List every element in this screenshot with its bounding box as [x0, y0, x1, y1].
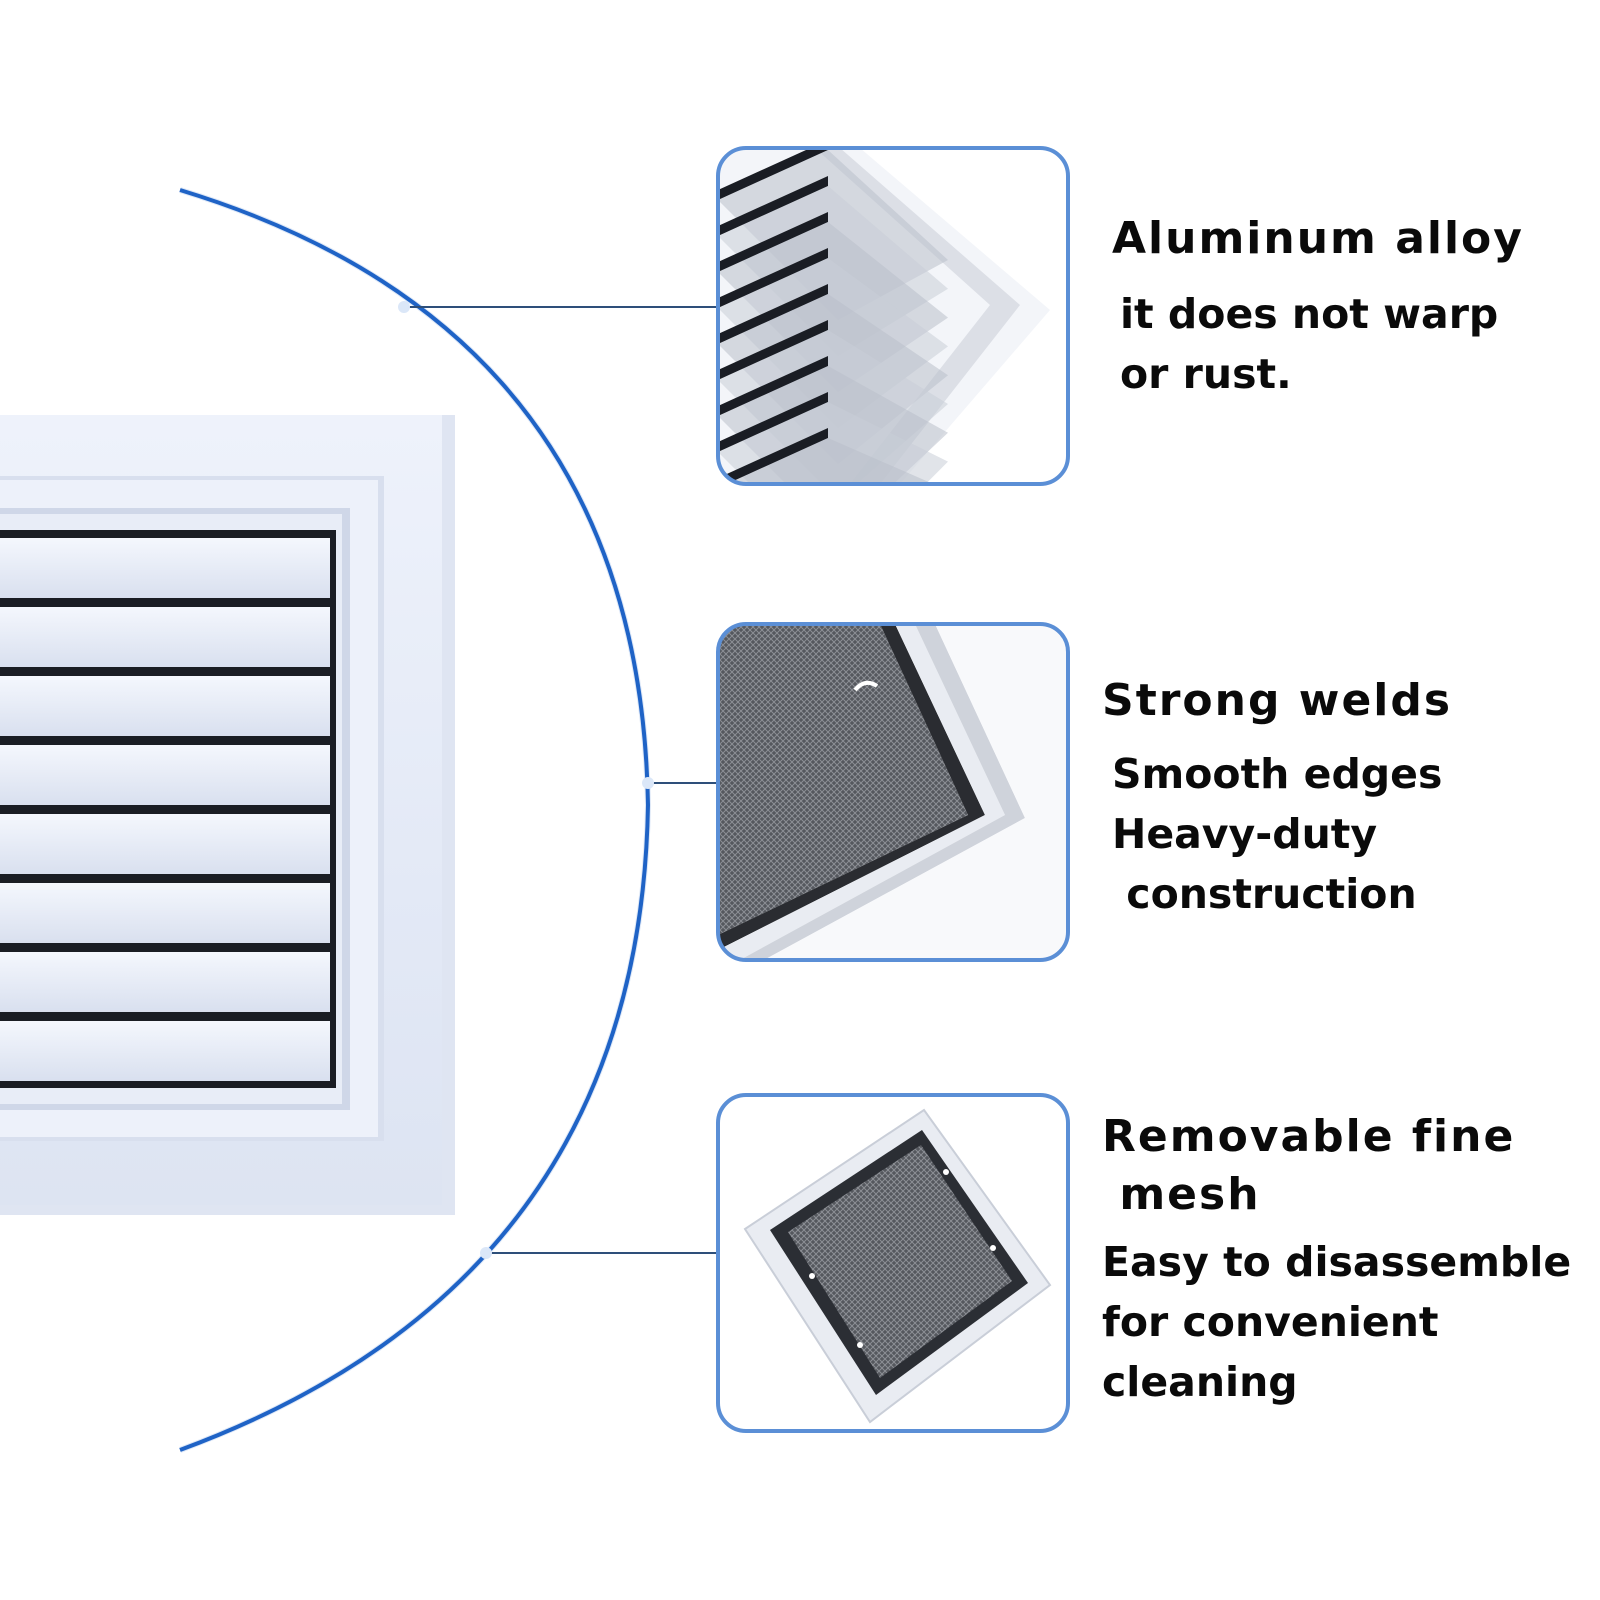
thumbnail-grille-corner — [716, 146, 1070, 486]
grille-slat — [718, 402, 948, 484]
grille-slot — [718, 176, 828, 236]
feature-strong-welds: Strong welds Smooth edges Heavy-duty con… — [1102, 672, 1452, 924]
grille-slat — [718, 438, 948, 484]
feature-aluminum-alloy: Aluminum alloy it does not warp or rust. — [1112, 210, 1524, 404]
grille-slot — [718, 148, 828, 200]
grille-louver — [0, 1021, 330, 1081]
grille-louver — [0, 676, 330, 736]
feature-removable-mesh: Removable fine mesh Easy to disassemble … — [1102, 1108, 1571, 1412]
grille-slot — [718, 284, 828, 344]
feature-description: it does not warp or rust. — [1120, 290, 1499, 398]
feature-title: Strong welds — [1102, 675, 1453, 726]
grille-louver — [0, 745, 330, 805]
grille-louver — [0, 883, 330, 943]
grille-slot — [718, 356, 828, 416]
grille-louver — [0, 538, 330, 598]
arc-node-1 — [398, 301, 410, 313]
grille-louver — [0, 952, 330, 1012]
grille-slot — [718, 320, 828, 380]
feature-title: Aluminum alloy — [1112, 213, 1524, 264]
grille-slot — [718, 428, 828, 484]
thumbnail-filter-grille — [716, 1093, 1070, 1433]
grille-louver — [0, 814, 330, 874]
feature-title: Removable fine mesh — [1102, 1111, 1516, 1220]
feature-description: Smooth edges Heavy-duty construction — [1112, 750, 1443, 918]
grille-slot — [718, 212, 828, 272]
grille-louver — [0, 607, 330, 667]
grille-slot — [718, 392, 828, 452]
arc-node-2 — [642, 777, 654, 789]
arc-node-3 — [480, 1247, 492, 1259]
feature-description: Easy to disassemble for convenient clean… — [1102, 1238, 1572, 1406]
grille-slot — [718, 248, 828, 308]
main-grille-image — [0, 415, 455, 1215]
thumbnail-mesh-corner — [716, 622, 1070, 962]
accent-arc-core — [179, 188, 651, 1452]
